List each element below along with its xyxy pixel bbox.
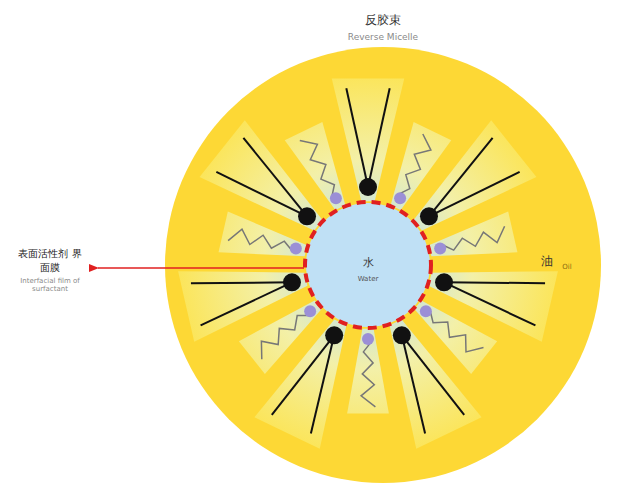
region-label: Water — [358, 275, 379, 283]
cosurfactant-wedge — [285, 122, 346, 210]
surfactant-tail — [368, 88, 390, 187]
surfactant-wedges — [178, 78, 558, 448]
cosurfactant-head — [420, 305, 432, 317]
cosurfactant-tail — [261, 315, 311, 359]
cosurfactant-tail — [228, 229, 293, 252]
surfactant-head — [283, 273, 301, 291]
leader-line — [98, 267, 304, 269]
surfactant-tail — [429, 172, 520, 217]
region-label: Reverse Micelle — [348, 32, 418, 43]
text-slot: Interfacial film of surfactant — [10, 276, 90, 295]
oil-phase — [165, 47, 601, 483]
callout-label: 表面活性剂 界面膜 — [18, 247, 82, 274]
cosurfactant-tail — [441, 226, 505, 250]
text-slot: Reverse Micelle — [283, 25, 483, 44]
surfactant-tail — [444, 282, 535, 325]
surfactant-wedge — [332, 78, 405, 201]
cosurfactant-head — [362, 333, 374, 345]
cosurfactant-head — [330, 192, 342, 204]
surfactant-tail — [346, 88, 368, 187]
surfactant-tail — [201, 282, 292, 325]
surfactant-wedge — [390, 319, 482, 448]
surfactant-tail — [429, 138, 493, 216]
region-label: Oil — [562, 263, 571, 271]
surfactant-tail — [444, 281, 545, 284]
text-slot: 反胶束 — [283, 9, 483, 28]
surfactant-head — [325, 326, 343, 344]
cosurfactant-head — [434, 243, 446, 255]
surfactant-wedge — [414, 120, 537, 230]
surfactant-head — [435, 273, 453, 291]
water-core — [306, 203, 430, 327]
micelle-region: 反胶束Reverse Micelle油Oil水Water — [165, 47, 601, 483]
surfactant-tail — [191, 281, 292, 284]
cosurfactant-tail — [397, 134, 431, 195]
text-slot: 水 — [306, 251, 430, 270]
surfactant-wedge — [178, 271, 307, 342]
cosurfactant-tail — [430, 309, 484, 352]
surfactant-tail — [402, 335, 425, 433]
text-slot: 表面活性剂 界面膜 — [18, 247, 82, 275]
surfactant-tail — [216, 172, 307, 217]
cosurfactant-tail — [361, 341, 375, 407]
surfactant-head — [298, 207, 316, 225]
cosurfactant-wedge — [429, 212, 518, 257]
text-slot: Oil — [555, 254, 579, 273]
text-slot: 油 — [537, 250, 557, 269]
region-label: 水 — [363, 256, 374, 269]
cosurfactant-wedge — [347, 329, 389, 414]
cosurfactant-head — [290, 243, 302, 255]
surfactant-head — [420, 207, 438, 225]
callout-label: Interfacial film of surfactant — [10, 277, 90, 294]
surfactant-molecules — [191, 88, 545, 433]
surfactant-head — [393, 326, 411, 344]
cosurfactant-head — [394, 192, 406, 204]
cosurfactant-head — [304, 305, 316, 317]
region-label: 反胶束 — [365, 13, 401, 27]
surfactant-tail — [272, 335, 334, 414]
water-core-region: 水 Water — [306, 203, 430, 327]
surfactant-head — [359, 178, 377, 196]
region-label: 油 — [541, 254, 553, 268]
interfacial-film — [305, 202, 431, 328]
surfactant-tail — [243, 138, 307, 216]
cosurfactant-tail — [300, 141, 335, 199]
